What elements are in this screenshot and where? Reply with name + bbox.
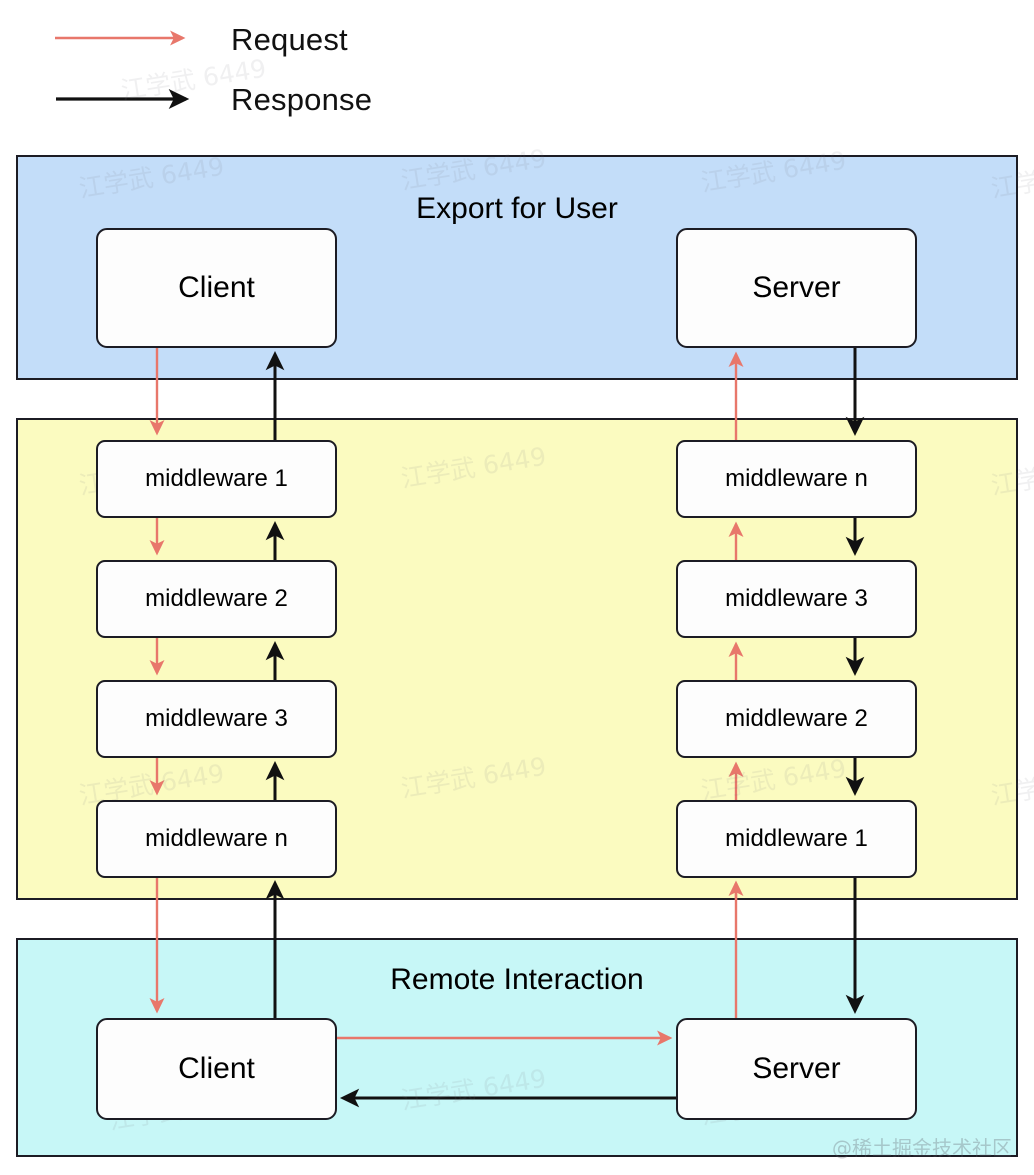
node-client-export-label: Client bbox=[178, 271, 255, 304]
node-middleware-left-3[interactable]: middleware 3 bbox=[96, 680, 337, 758]
node-middleware-left-n[interactable]: middleware n bbox=[96, 800, 337, 878]
node-middleware-right-3[interactable]: middleware 3 bbox=[676, 560, 917, 638]
node-client-remote[interactable]: Client bbox=[96, 1018, 337, 1120]
node-middleware-left-2[interactable]: middleware 2 bbox=[96, 560, 337, 638]
node-middleware-right-1-label: middleware 1 bbox=[725, 825, 868, 852]
node-client-remote-label: Client bbox=[178, 1052, 255, 1085]
watermark-credit: @稀土掘金技术社区 bbox=[832, 1136, 1012, 1160]
node-middleware-left-3-label: middleware 3 bbox=[145, 705, 288, 732]
node-middleware-left-1[interactable]: middleware 1 bbox=[96, 440, 337, 518]
legend-request-label: Request bbox=[231, 22, 348, 57]
node-middleware-right-2[interactable]: middleware 2 bbox=[676, 680, 917, 758]
legend-response-label: Response bbox=[231, 82, 373, 117]
node-middleware-left-2-label: middleware 2 bbox=[145, 585, 288, 612]
node-server-export[interactable]: Server bbox=[676, 228, 917, 348]
node-server-remote-label: Server bbox=[752, 1052, 841, 1085]
node-middleware-left-n-label: middleware n bbox=[145, 825, 288, 852]
node-middleware-right-1[interactable]: middleware 1 bbox=[676, 800, 917, 878]
node-server-remote[interactable]: Server bbox=[676, 1018, 917, 1120]
node-middleware-right-2-label: middleware 2 bbox=[725, 705, 868, 732]
node-middleware-left-1-label: middleware 1 bbox=[145, 465, 288, 492]
node-client-export[interactable]: Client bbox=[96, 228, 337, 348]
node-middleware-right-n[interactable]: middleware n bbox=[676, 440, 917, 518]
band-title-export-for-user: Export for User bbox=[416, 192, 618, 225]
band-title-remote-interaction: Remote Interaction bbox=[390, 963, 644, 996]
node-middleware-right-n-label: middleware n bbox=[725, 465, 868, 492]
node-middleware-right-3-label: middleware 3 bbox=[725, 585, 868, 612]
node-server-export-label: Server bbox=[752, 271, 841, 304]
